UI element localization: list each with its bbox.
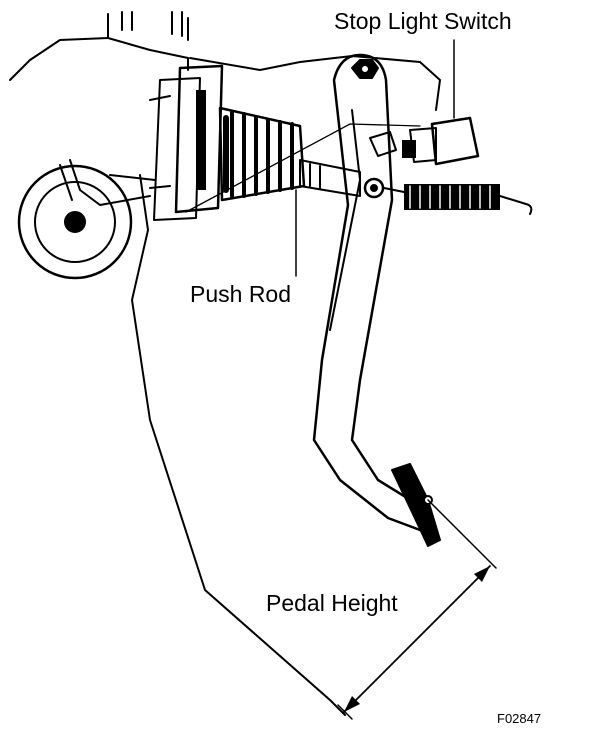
- wheel: [17, 159, 151, 280]
- leader-lines: [185, 123, 421, 213]
- stop-light-switch: [369, 39, 480, 166]
- rubber-boot: [218, 106, 306, 202]
- clevis-pin: [363, 177, 385, 199]
- push-rod-label: Push Rod: [190, 281, 292, 307]
- pedal-arm: [312, 53, 432, 532]
- return-spring: [383, 184, 533, 215]
- push-rod: [295, 159, 361, 277]
- pedal-height-dimension: [337, 499, 497, 720]
- stop-light-switch-label: Stop Light Switch: [334, 8, 512, 34]
- figure-code: F02847: [497, 711, 542, 726]
- pedal-bracket-outline: [109, 174, 346, 716]
- pivot-bolt: [351, 59, 379, 79]
- mounting-plate: [149, 64, 224, 221]
- pedal-height-label: Pedal Height: [266, 590, 398, 616]
